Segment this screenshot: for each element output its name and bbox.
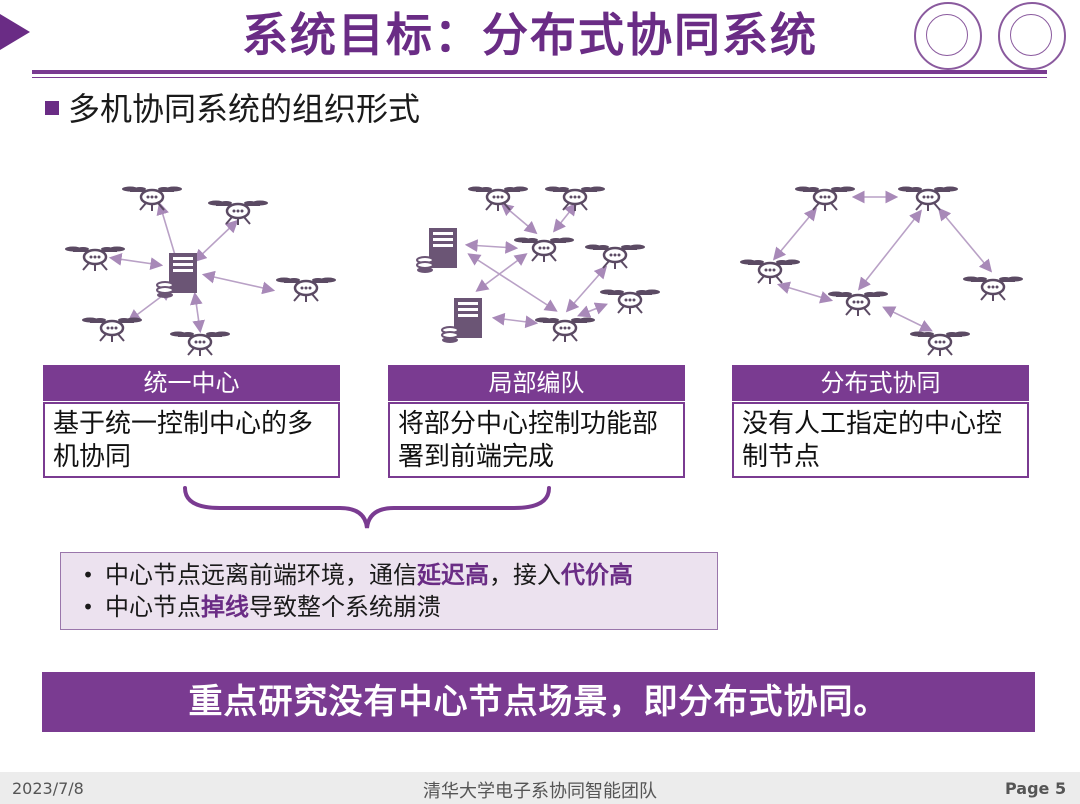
drone-icon <box>533 316 597 344</box>
panel-label-formation: 局部编队 <box>388 365 685 401</box>
server-icon <box>156 252 198 299</box>
distributed-topology <box>772 190 993 332</box>
drawbacks-note: • 中心节点远离前端环境，通信延迟高，接入代价高 • 中心节点掉线导致整个系统崩… <box>60 552 718 630</box>
bullet-dot-icon: • <box>82 595 94 619</box>
footer-bar <box>0 772 1080 804</box>
formation-topology <box>464 202 608 329</box>
panel-label-distributed: 分布式协同 <box>732 365 1029 401</box>
drone-icon <box>908 330 972 358</box>
drone-icon <box>826 290 890 318</box>
page-number: Page 5 <box>1005 779 1067 798</box>
curly-brace-icon <box>183 486 551 529</box>
header-rule <box>32 70 1047 74</box>
drone-icon <box>896 185 960 213</box>
drone-icon <box>206 199 270 227</box>
department-seal-icon <box>998 2 1066 70</box>
note-text: 导致整个系统崩溃 <box>249 593 441 621</box>
footer-org: 清华大学电子系协同智能团队 <box>423 781 657 802</box>
drone-icon <box>80 316 144 344</box>
header-triangle-icon <box>0 14 30 50</box>
drone-icon <box>543 185 607 213</box>
drone-icon <box>466 185 530 213</box>
section-heading: 多机协同系统的组织形式 <box>68 90 421 128</box>
note-highlight: 掉线 <box>201 593 249 621</box>
tsinghua-seal-icon <box>914 2 982 70</box>
drone-icon <box>512 236 576 264</box>
bullet-dot-icon: • <box>82 563 94 587</box>
note-line: • 中心节点掉线导致整个系统崩溃 <box>71 591 717 623</box>
drone-icon <box>274 276 338 304</box>
panel-label-centralized: 统一中心 <box>43 365 340 401</box>
server-icon <box>441 297 483 344</box>
note-text: 中心节点远离前端环境，通信 <box>105 561 417 589</box>
note-text: ，接入 <box>489 561 561 589</box>
bullet-square-icon <box>45 101 59 115</box>
drone-icon <box>120 185 184 213</box>
page-title: 系统目标：分布式协同系统 <box>242 8 818 62</box>
server-icon <box>416 227 458 274</box>
panel-desc-centralized: 基于统一控制中心的多机协同 <box>43 402 340 478</box>
note-highlight: 代价高 <box>561 561 633 589</box>
drone-icon <box>583 243 647 271</box>
panel-desc-formation: 将部分中心控制功能部署到前端完成 <box>388 402 685 478</box>
drone-icon <box>598 288 662 316</box>
note-line: • 中心节点远离前端环境，通信延迟高，接入代价高 <box>71 559 717 591</box>
topology-diagrams <box>63 185 1025 358</box>
note-text: 中心节点 <box>105 593 201 621</box>
drone-icon <box>793 185 857 213</box>
panel-desc-distributed: 没有人工指定的中心控制节点 <box>732 402 1029 478</box>
footer-date: 2023/7/8 <box>12 779 84 798</box>
conclusion-banner: 重点研究没有中心节点场景，即分布式协同。 <box>42 672 1035 732</box>
drone-icon <box>168 330 232 358</box>
drone-icon <box>738 258 802 286</box>
drone-icon <box>961 275 1025 303</box>
header-rule-thin <box>32 77 1047 78</box>
note-highlight: 延迟高 <box>417 561 489 589</box>
